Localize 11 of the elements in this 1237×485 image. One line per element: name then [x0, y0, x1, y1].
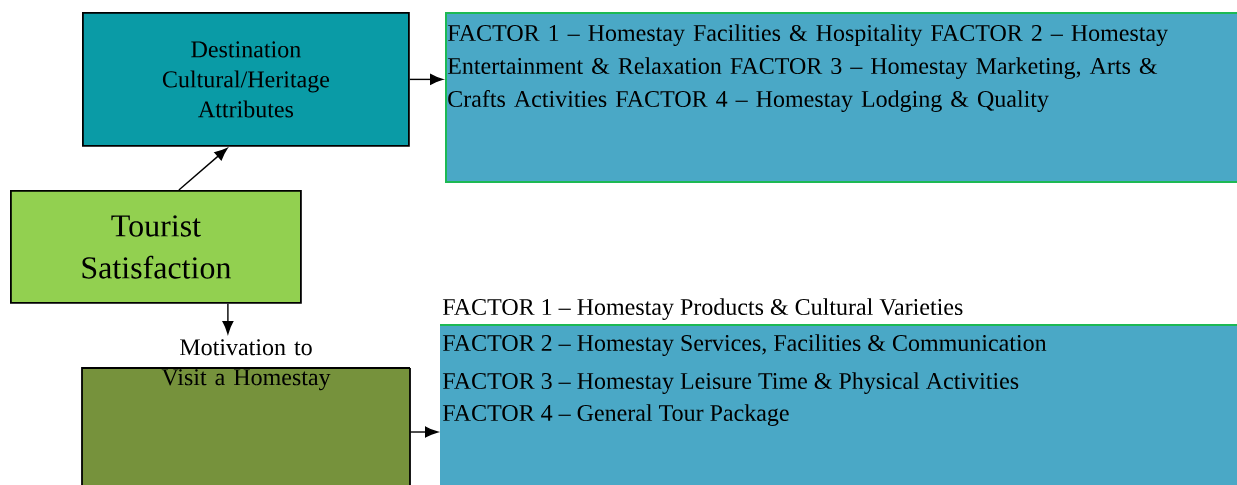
node-label: FACTOR 1 – Homestay Products & Cultural Varieties	[442, 298, 963, 321]
arrow	[409, 426, 438, 438]
text-box: FACTOR 1 – Homestay Facilities & Hospitality FACTOR 2 – Homestay Entertainment & Relaxation FACTOR 3 – Homestay Marketing, Arts & Crafts Activities FACTOR 4 – Homestay Lodging & Quality	[445, 12, 1237, 183]
text-box: Destination Cultural/Heritage Attributes	[82, 12, 410, 147]
arrow	[222, 303, 234, 334]
text-box: Tourist Satisfaction	[10, 190, 302, 304]
arrow	[409, 73, 443, 85]
text-box: Motivation to Visit a Homestay	[81, 339, 411, 485]
arrow	[178, 147, 228, 191]
node-label: Motivation to	[180, 339, 312, 356]
text-box: FACTOR 1 – Homestay Products & Cultural Varieties FACTOR 2 – Homestay Services, Facilities & Communication FACTOR 3 – Homestay Leisure Time & Physical Activities FACTOR 4 – General Tour Package	[439, 298, 1237, 485]
